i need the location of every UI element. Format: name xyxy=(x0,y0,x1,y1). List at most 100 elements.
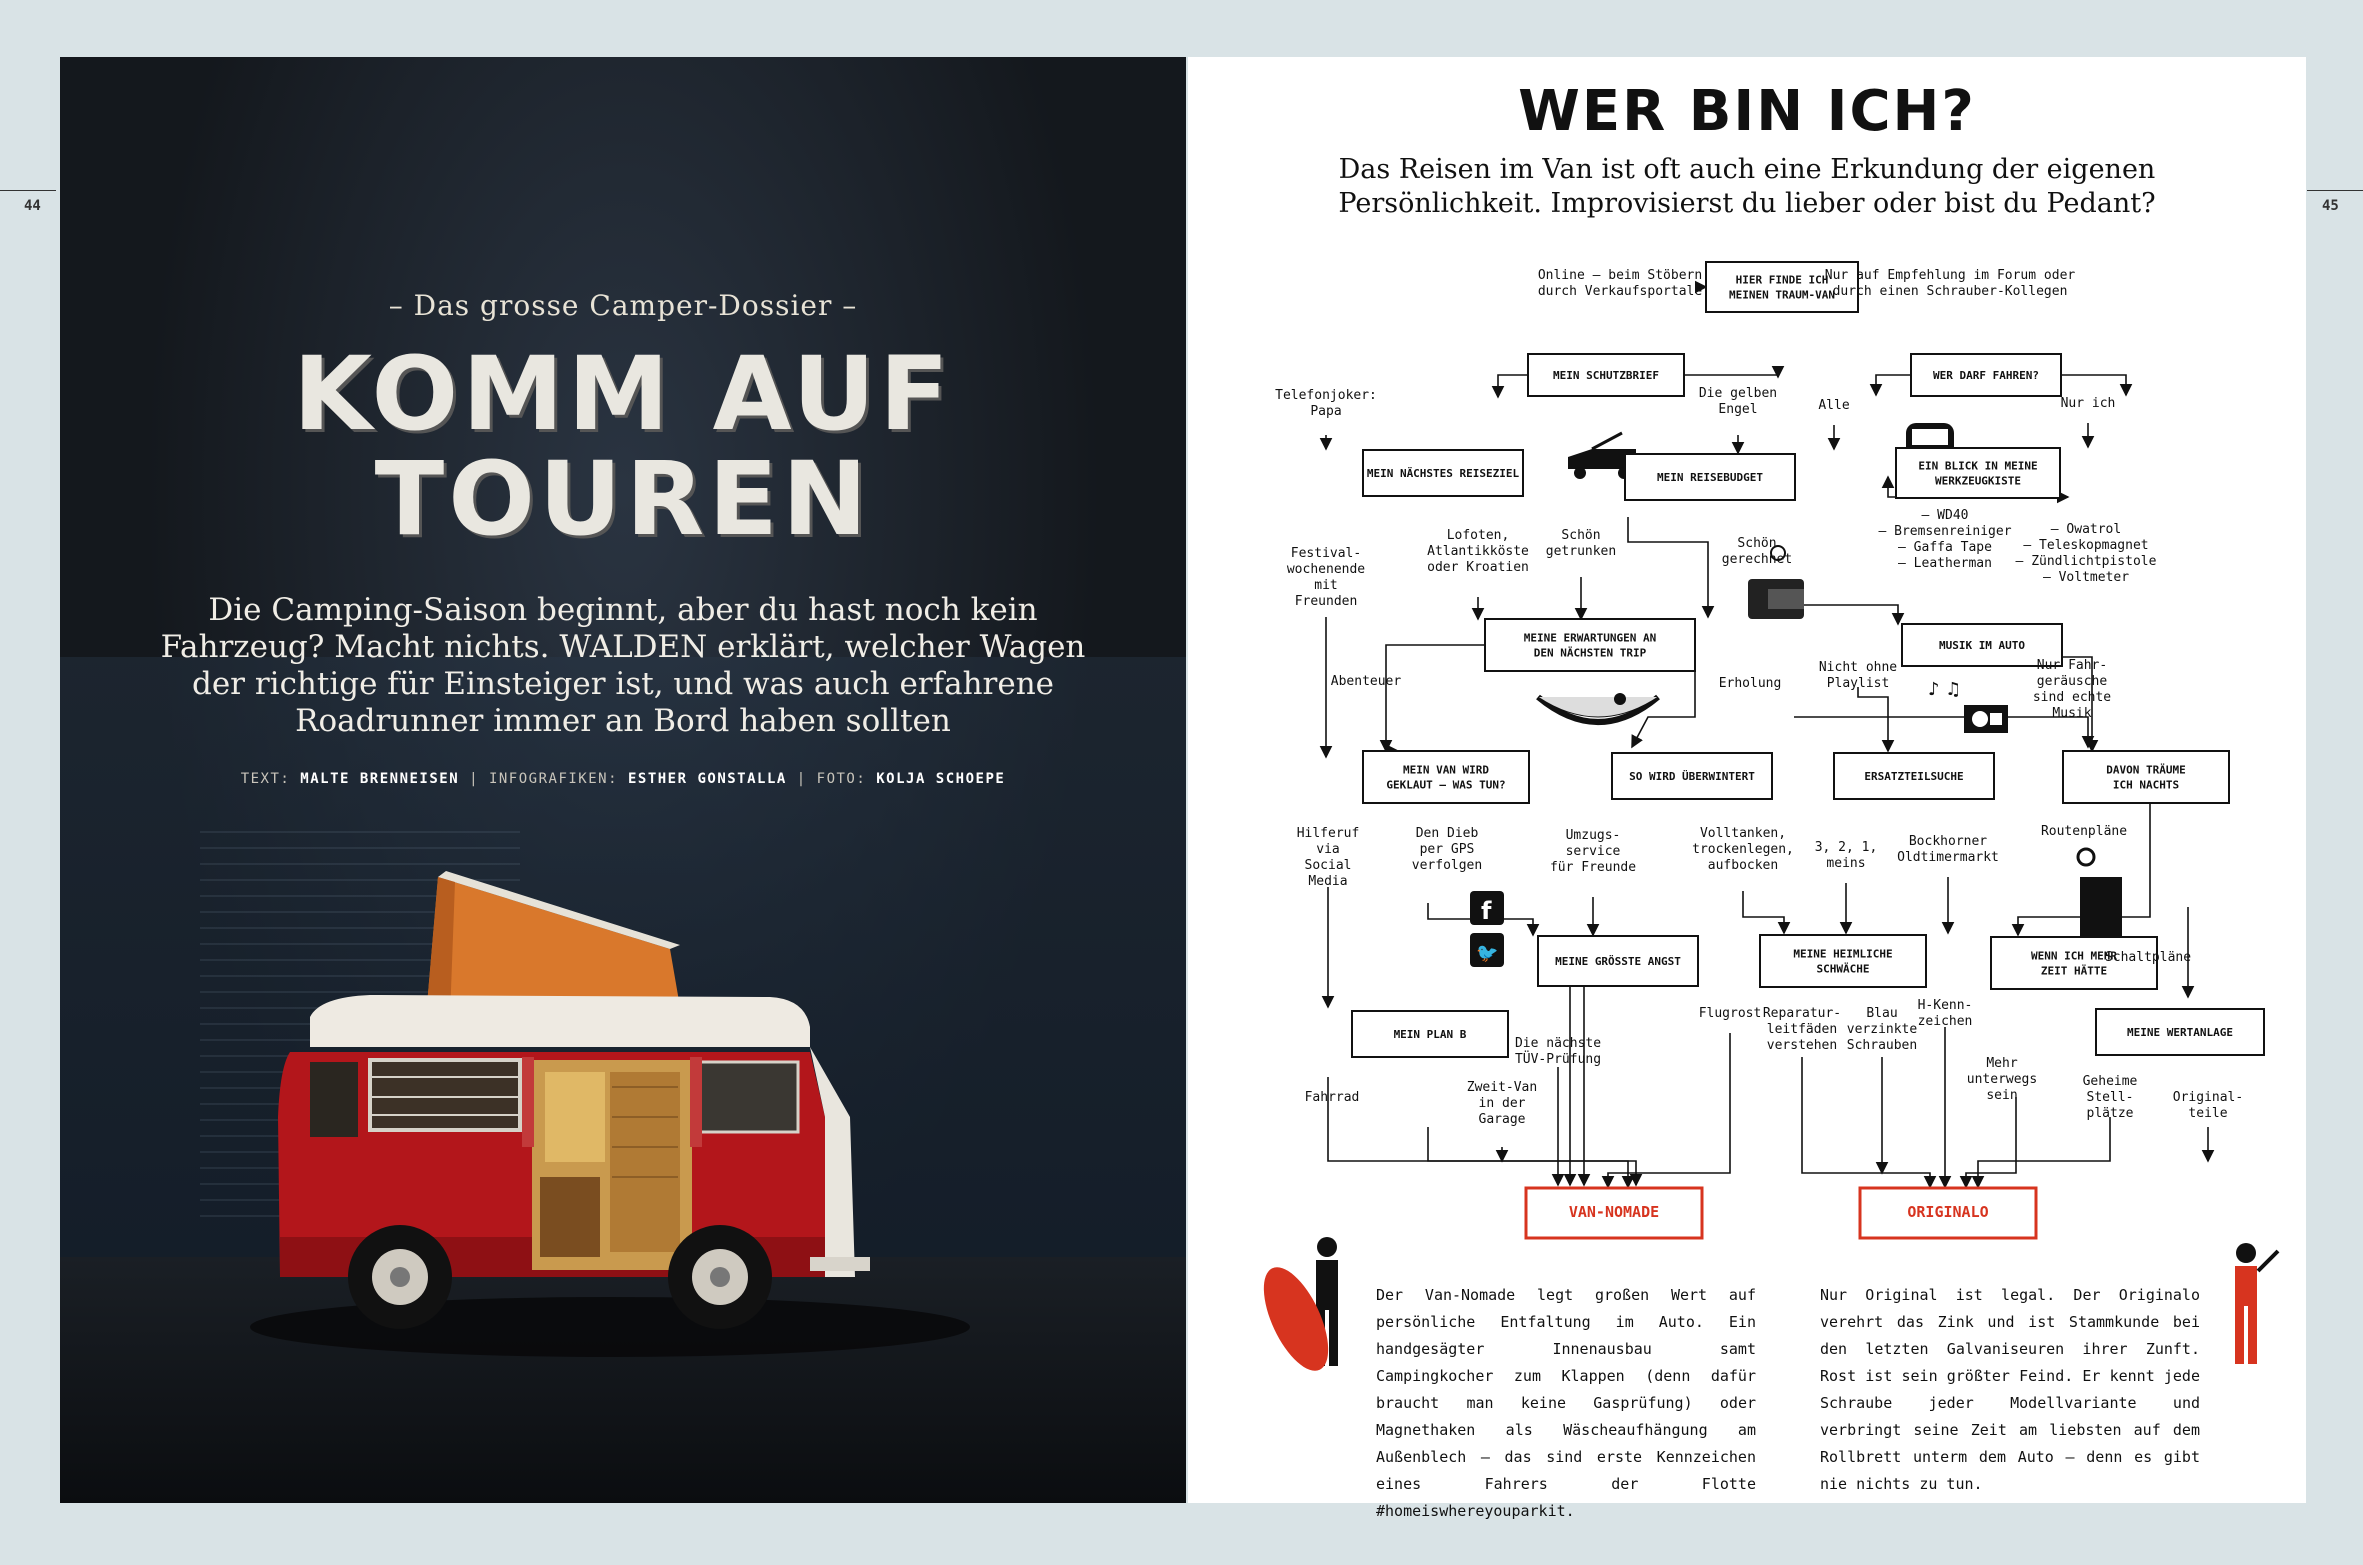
connector-arrow xyxy=(1794,716,2095,749)
flow-option-hilferuf: Hilferuf xyxy=(1297,826,1360,841)
headline-line-2: TOUREN xyxy=(374,440,872,559)
mechanic-figure-icon xyxy=(2235,1243,2280,1364)
flow-box-planb: MEIN PLAN B xyxy=(1351,1010,1509,1058)
flow-option-festival: Festival- xyxy=(1291,546,1361,561)
flow-box-geklaut: MEIN VAN WIRD GEKLAUT – WAS TUN? xyxy=(1362,750,1530,804)
flow-box-wer_darf: WER DARF FAHREN? xyxy=(1910,353,2062,397)
connector-arrow xyxy=(1684,365,1785,379)
twitter-icon: 🐦 xyxy=(1470,933,1504,967)
flow-option-meins: 3, 2, 1, xyxy=(1815,840,1878,855)
flow-option-geheime: Stell- xyxy=(2087,1090,2134,1105)
flow-box-schutzbrief: MEIN SCHUTZBRIEF xyxy=(1527,353,1685,397)
flow-option-originalteile: Original- xyxy=(2173,1090,2243,1105)
flow-option-unterwegs: sein xyxy=(1986,1088,2017,1103)
flow-box-wertanlage: MEINE WERTANLAGE xyxy=(2095,1008,2265,1056)
flow-box-label: MEINE HEIMLICHE xyxy=(1793,948,1892,961)
flow-option-geheime: plätze xyxy=(2087,1106,2134,1121)
van-nomade-description: Der Van-Nomade legt großen Wert auf pers… xyxy=(1376,1286,1756,1520)
intro-text: Die Camping-Saison beginnt, aber du hast… xyxy=(160,592,1086,739)
svg-text:f: f xyxy=(1481,897,1492,925)
map-pin-icon xyxy=(2076,847,2122,937)
flow-box-ersatzteil: ERSATZTEILSUCHE xyxy=(1833,752,1995,800)
credits-line: TEXT: MALTE BRENNEISEN | INFOGRAFIKEN: E… xyxy=(240,771,1006,787)
flow-option-volltanken: Volltanken, xyxy=(1700,826,1786,841)
connector-arrow xyxy=(1857,687,1895,753)
flow-option-wd40: – WD40 xyxy=(1922,508,1969,523)
intro-text-right: Das Reisen im Van ist oft auch eine Erku… xyxy=(1338,154,2156,219)
flow-box-label: EIN BLICK IN MEINE xyxy=(1918,460,2037,473)
flow-option-forum: Nur auf Empfehlung im Forum oder xyxy=(1825,268,2076,283)
flow-option-volltanken: aufbocken xyxy=(1708,858,1778,873)
connector-arrow xyxy=(1631,645,1696,749)
headline-line-1: KOMM AUF xyxy=(293,335,953,454)
flow-option-unterwegs: Mehr xyxy=(1986,1056,2017,1071)
flow-box-label: MEINE WERTANLAGE xyxy=(2127,1026,2233,1039)
flow-option-blau: Blau xyxy=(1866,1006,1897,1021)
flow-box-label: MEIN VAN WIRD xyxy=(1403,764,1489,777)
radio-icon: ♪ ♫ xyxy=(1928,679,2008,733)
flow-option-owatrol: – Teleskopmagnet xyxy=(2023,538,2148,553)
svg-text:🐦: 🐦 xyxy=(1476,943,1498,964)
svg-text:♪ ♫: ♪ ♫ xyxy=(1928,679,1961,700)
flow-option-reparatur: verstehen xyxy=(1767,1038,1837,1053)
flow-option-routenplaene: Routenpläne xyxy=(2041,824,2127,839)
flow-option-owatrol: – Zündlichtpistole xyxy=(2016,554,2157,569)
flow-box-label: MEIN NÄCHSTES REISEZIEL xyxy=(1367,466,1520,480)
connector-arrow xyxy=(1601,1033,1731,1189)
flow-option-reparatur: Reparatur- xyxy=(1763,1006,1841,1021)
connector-arrow xyxy=(2062,656,2099,753)
flow-box-label: GEKLAUT – WAS TUN? xyxy=(1386,779,1505,792)
flow-option-online: durch Verkaufsportale xyxy=(1538,284,1703,299)
flow-box-ueberwintert: SO WIRD ÜBERWINTERT xyxy=(1611,752,1773,800)
flow-box-label: MEIN REISEBUDGET xyxy=(1657,471,1763,484)
flow-option-fahrgeraeusche: Musik xyxy=(2052,706,2091,721)
flow-option-hilferuf: Media xyxy=(1308,874,1347,889)
flow-option-lofoten: Atlantikköste xyxy=(1427,544,1529,559)
flow-option-blau: Schrauben xyxy=(1847,1038,1917,1053)
flow-option-schoen_gerechnet: Schön xyxy=(1737,536,1776,551)
flow-box-angst: MEINE GRÖSSTE ANGST xyxy=(1537,935,1699,987)
flow-box-reiseziel: MEIN NÄCHSTES REISEZIEL xyxy=(1362,449,1524,497)
flow-option-reparatur: leitfäden xyxy=(1767,1022,1837,1037)
flow-option-owatrol: – Owatrol xyxy=(2051,522,2121,537)
flow-option-online: Online – beim Stöbern xyxy=(1538,268,1702,283)
flow-option-wd40: – Leatherman xyxy=(1898,556,1992,571)
page-title: WER BIN ICH? xyxy=(1518,79,1976,144)
flow-option-erholung: Erholung xyxy=(1719,676,1782,691)
flow-option-abenteuer: Abenteuer xyxy=(1331,674,1402,689)
hammock-icon xyxy=(1536,693,1660,725)
flow-box-vannomade: VAN-NOMADE xyxy=(1524,1186,1704,1240)
flow-box-label: MEINEN TRAUM-VAN xyxy=(1729,289,1835,302)
flow-option-dieb: Den Dieb xyxy=(1416,826,1479,841)
flow-option-tuev: Die nächste xyxy=(1515,1036,1601,1051)
flow-box-label: ORIGINALO xyxy=(1907,1203,1988,1221)
flow-box-label: SO WIRD ÜBERWINTERT xyxy=(1629,769,1755,783)
flow-option-blau: verzinkte xyxy=(1847,1022,1918,1037)
flow-option-dieb: per GPS xyxy=(1420,842,1475,857)
flow-option-playlist: Playlist xyxy=(1827,676,1890,691)
page-number-right: 45 xyxy=(2322,198,2339,214)
flow-option-schaltplaene: Schaltpläne xyxy=(2105,950,2191,965)
flow-box-label: MEIN PLAN B xyxy=(1394,1028,1467,1041)
flow-box-label: SCHWÄCHE xyxy=(1817,962,1870,976)
flow-option-nurich: Nur ich xyxy=(2061,396,2116,411)
flow-option-hkenn: H-Kenn- xyxy=(1918,998,1973,1013)
flow-option-volltanken: trockenlegen, xyxy=(1692,842,1794,857)
flow-box-label: DEN NÄCHSTEN TRIP xyxy=(1534,646,1647,660)
flow-option-flugrost: Flugrost xyxy=(1699,1006,1762,1021)
flow-box-reisebudget: MEIN REISEBUDGET xyxy=(1624,453,1796,501)
flow-box-label: ZEIT HÄTTE xyxy=(2041,964,2107,978)
flow-option-festival: mit xyxy=(1314,578,1337,593)
flow-option-dieb: verfolgen xyxy=(1412,858,1482,873)
flow-option-zweitvan: Zweit-Van xyxy=(1467,1080,1537,1095)
flow-box-label: WENN ICH MEHR xyxy=(2031,950,2117,963)
flow-box-label: MEIN SCHUTZBRIEF xyxy=(1553,369,1659,382)
flow-option-geheime: Geheime xyxy=(2083,1074,2138,1089)
wallet-icon xyxy=(1748,545,1804,619)
flow-option-owatrol: – Voltmeter xyxy=(2043,570,2129,585)
flow-option-fahrgeraeusche: sind echte xyxy=(2033,690,2111,705)
